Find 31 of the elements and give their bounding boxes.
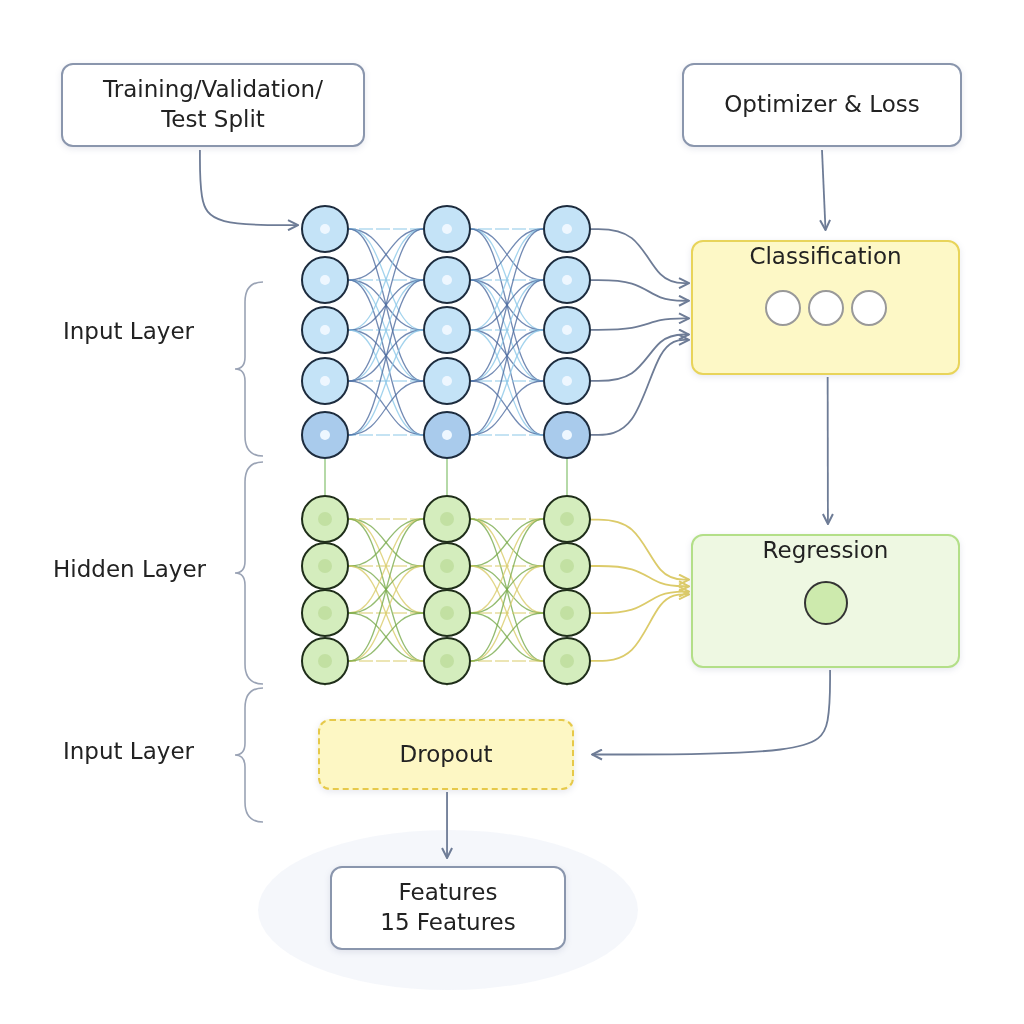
arrow bbox=[199, 149, 299, 232]
layer-label: Hidden Layer bbox=[53, 556, 207, 582]
node-title: Dropout bbox=[399, 739, 493, 769]
arrow bbox=[590, 518, 690, 586]
arrow bbox=[590, 312, 690, 331]
neural-network-drawing bbox=[300, 204, 592, 686]
arrow bbox=[590, 333, 690, 436]
process-box bbox=[61, 63, 365, 147]
process-box bbox=[682, 63, 962, 147]
node-title: Features bbox=[398, 878, 498, 908]
node-title: Training/Validation/ Test Split bbox=[102, 75, 324, 134]
arrow bbox=[441, 791, 454, 859]
arrow bbox=[591, 669, 831, 761]
classification-box bbox=[691, 240, 960, 375]
arrow bbox=[590, 228, 690, 290]
node-subtitle: 15 Features bbox=[380, 908, 516, 937]
layer-label: Input Layer bbox=[63, 318, 194, 344]
arrow bbox=[821, 376, 834, 525]
dropout-box bbox=[318, 719, 574, 790]
arrow bbox=[590, 328, 690, 382]
arrow bbox=[819, 149, 832, 231]
arrow bbox=[590, 585, 690, 615]
node-title: Classification bbox=[749, 242, 902, 271]
node-title: Optimizer & Loss bbox=[724, 90, 920, 120]
process-box bbox=[330, 866, 566, 950]
layer-label: Input Layer bbox=[63, 738, 194, 764]
node-title: Regression bbox=[762, 536, 889, 565]
regression-box bbox=[691, 534, 960, 668]
arrow bbox=[590, 279, 690, 307]
arrow bbox=[590, 588, 690, 662]
arrow bbox=[590, 565, 690, 593]
